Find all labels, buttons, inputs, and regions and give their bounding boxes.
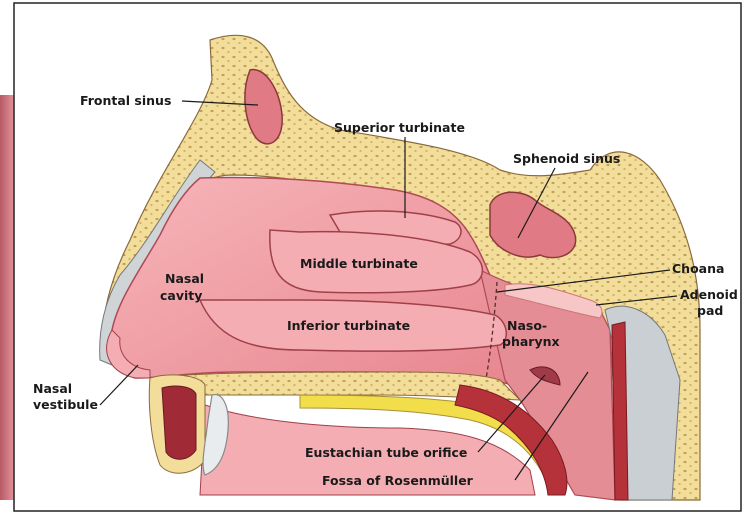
label-nasal-cavity-1: Nasal [165, 271, 204, 286]
label-adenoid-pad-2: pad [697, 303, 723, 318]
prevertebral-muscle [612, 322, 628, 500]
label-nasal-cavity-2: cavity [160, 288, 202, 303]
label-nasopharynx-1: Naso- [507, 318, 547, 333]
label-middle-turbinate: Middle turbinate [300, 256, 418, 271]
label-inferior-turbinate: Inferior turbinate [287, 318, 410, 333]
label-fossa-of-rosenmuller: Fossa of Rosenmüller [322, 473, 474, 488]
label-superior-turbinate: Superior turbinate [334, 120, 465, 135]
label-adenoid-pad-1: Adenoid [680, 287, 738, 302]
label-choana: Choana [672, 261, 724, 276]
label-frontal-sinus: Frontal sinus [80, 93, 171, 108]
label-sphenoid-sinus: Sphenoid sinus [513, 151, 620, 166]
label-nasal-vestibule-2: vestibule [33, 397, 98, 412]
label-nasal-vestibule-1: Nasal [33, 381, 72, 396]
orbicularis-muscle [162, 386, 196, 459]
label-nasopharynx-2: pharynx [502, 334, 560, 349]
label-eustachian-tube-orifice: Eustachian tube orifice [305, 445, 467, 460]
left-skin-strip [0, 95, 14, 500]
